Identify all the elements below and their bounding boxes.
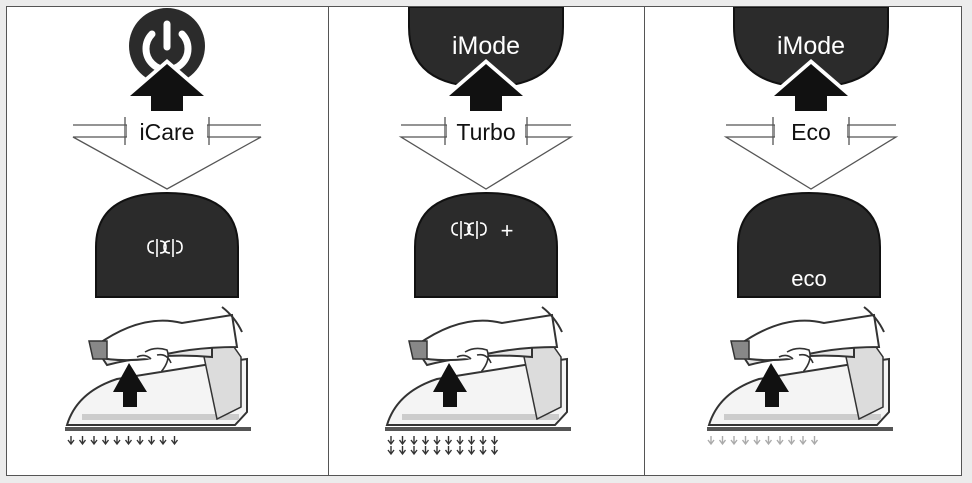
mode-arrow-icon (72, 117, 262, 190)
steam-arrow-icon (456, 446, 464, 456)
eco-button: eco (737, 191, 881, 298)
plus-label: + (501, 218, 514, 243)
steam-output-icon (387, 436, 499, 456)
press-arrow-icon (442, 59, 530, 111)
steam-arrow-icon (764, 436, 773, 446)
steam-arrow-icon (136, 436, 144, 446)
steam-output-icon (67, 436, 179, 446)
mode-label: iCare (140, 119, 195, 145)
imode-button: iMode (408, 7, 564, 89)
panel-divider (644, 7, 645, 475)
steam-arrow-icon (787, 436, 796, 446)
steam-arrow-icon (398, 436, 407, 446)
steam-arrow-icon (421, 436, 430, 446)
steam-arrow-icon (707, 436, 715, 446)
steam-arrow-icon (810, 436, 819, 446)
steam-arrow-icon (433, 446, 441, 456)
steam-arrow-icon (101, 436, 110, 446)
iron-illustration (385, 306, 571, 431)
steam-arrow-icon (490, 436, 499, 446)
iron-illustration (707, 306, 893, 431)
steam-arrow-icon (113, 436, 121, 446)
steam-arrow-icon (799, 436, 807, 446)
mode-label: Eco (791, 119, 831, 145)
imode-label: iMode (452, 32, 520, 60)
steam-arrow-icon (479, 436, 487, 446)
steam-arrow-icon (730, 436, 738, 446)
steam-arrow-icon (90, 436, 98, 446)
steam-arrow-icon (124, 436, 133, 446)
steam-arrow-icon (159, 436, 167, 446)
eco-label: eco (791, 266, 826, 291)
steam-arrow-icon (433, 436, 441, 446)
steam-icon (451, 221, 487, 239)
steam-arrow-icon (444, 446, 453, 456)
steam-arrow-icon (776, 436, 784, 446)
steam-arrow-icon (741, 436, 750, 446)
steam-icon (147, 239, 183, 257)
press-arrow-icon (767, 59, 855, 111)
panel-icare: iCare (7, 7, 328, 475)
steam-arrow-icon (67, 436, 75, 446)
steam-arrow-icon (753, 436, 761, 446)
panel-eco: iMode Eco eco (645, 7, 961, 475)
steam-arrow-icon (147, 436, 156, 446)
steam-arrow-icon (467, 446, 476, 456)
mode-arrow-icon (723, 117, 899, 190)
steam-arrow-icon (170, 436, 179, 446)
steam-arrow-icon (410, 446, 418, 456)
steam-arrow-icon (398, 446, 407, 456)
steam-button (95, 191, 239, 298)
imode-button: iMode (733, 7, 889, 89)
mode-arrow-icon (398, 117, 574, 190)
steam-arrow-icon (718, 436, 727, 446)
steam-arrow-icon (444, 436, 453, 446)
press-arrow-icon (123, 59, 211, 111)
steam-arrow-icon (387, 446, 395, 456)
iron-illustration (65, 306, 251, 431)
steam-arrow-icon (490, 446, 499, 456)
mode-label: Turbo (456, 119, 515, 145)
steam-arrow-icon (479, 446, 487, 456)
steam-arrow-icon (78, 436, 87, 446)
steam-arrow-icon (467, 436, 476, 446)
steam-arrow-icon (387, 436, 395, 446)
panel-turbo: iMode Turbo + (329, 7, 644, 475)
turbo-steam-button: + (414, 191, 558, 298)
steam-arrow-icon (421, 446, 430, 456)
panel-divider (328, 7, 329, 475)
steam-arrow-icon (410, 436, 418, 446)
steam-arrow-icon (456, 436, 464, 446)
imode-label: iMode (777, 32, 845, 60)
steam-output-icon (707, 436, 819, 446)
